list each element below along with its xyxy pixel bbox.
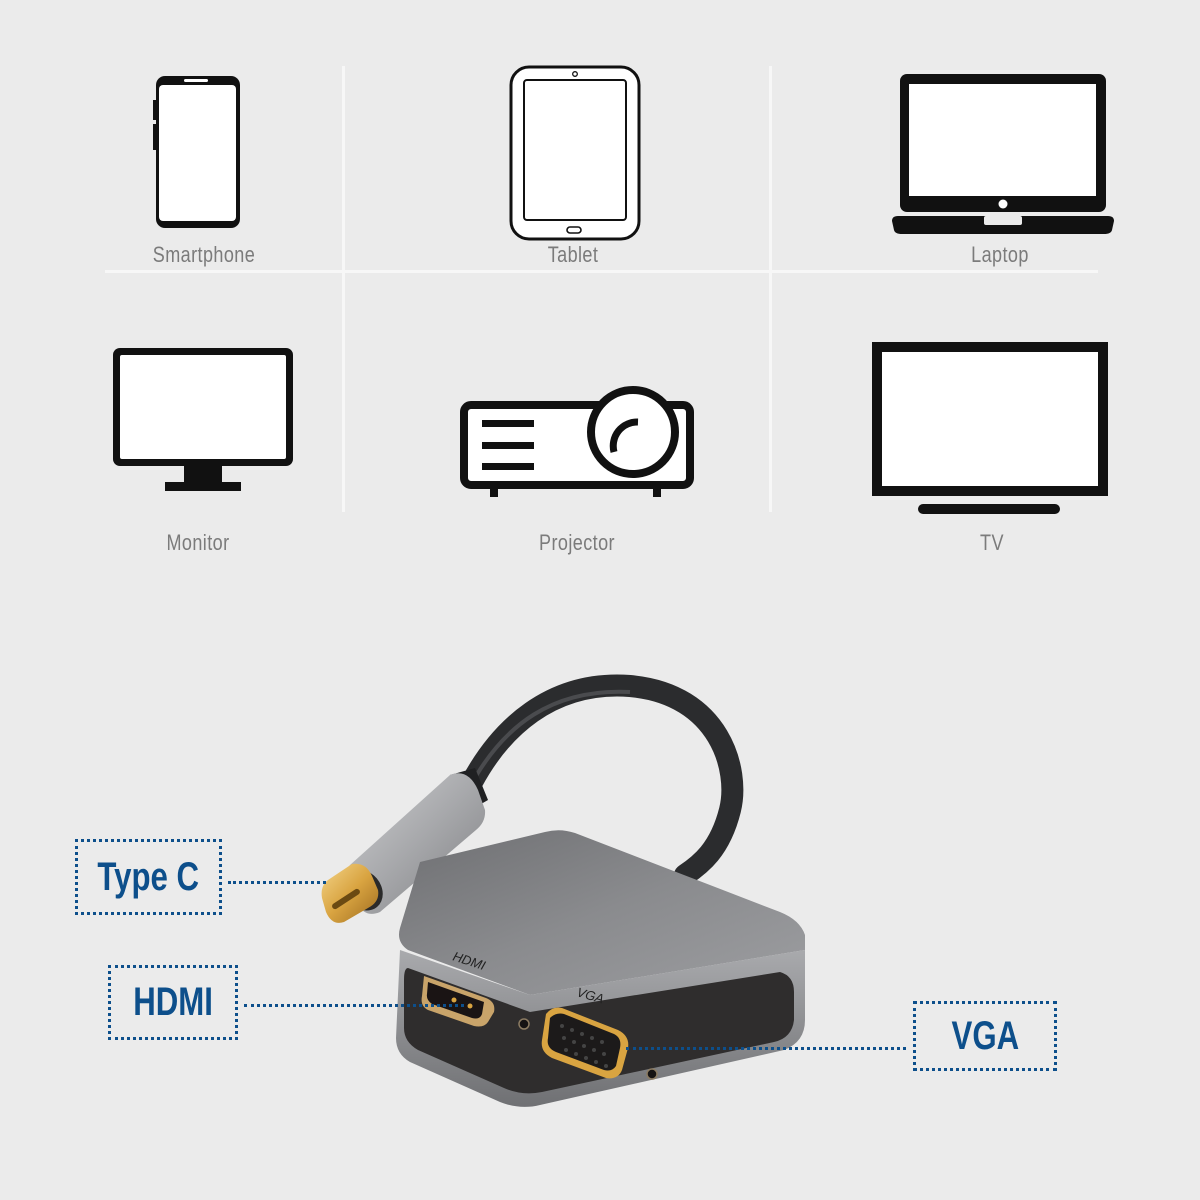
- callout-vga-label: VGA: [951, 1013, 1019, 1058]
- device-tablet: [509, 65, 643, 248]
- device-tv: [870, 340, 1110, 521]
- callout-hdmi: HDMI: [108, 965, 238, 1040]
- device-projector: [458, 386, 694, 503]
- device-smartphone: [150, 74, 242, 237]
- leader-line-hdmi: [244, 1004, 464, 1007]
- grid-divider-horizontal: [105, 270, 1098, 273]
- device-label-smartphone: Smartphone: [152, 242, 256, 267]
- smartphone-icon: [153, 76, 240, 228]
- device-monitor: [112, 346, 294, 499]
- device-laptop: [890, 72, 1116, 243]
- monitor-icon: [113, 348, 293, 491]
- adapter-product-image: HDMI VGA: [321, 674, 805, 1107]
- grid-divider-vertical-1: [342, 66, 345, 512]
- callout-hdmi-label: HDMI: [133, 980, 213, 1024]
- device-label-laptop: Laptop: [971, 242, 1029, 267]
- usb-c-adapter-illustration: HDMI VGA: [300, 650, 820, 1135]
- callout-type-c: Type C: [75, 839, 222, 915]
- tablet-icon: [509, 65, 641, 241]
- callout-vga: VGA: [913, 1001, 1057, 1071]
- device-label-tv: TV: [980, 530, 1004, 555]
- leader-line-vga: [626, 1047, 906, 1050]
- grid-divider-vertical-2: [769, 66, 772, 512]
- port-print-vga: VGA: [575, 984, 606, 1006]
- device-label-monitor: Monitor: [166, 530, 230, 555]
- leader-line-type-c: [228, 881, 326, 884]
- device-label-tablet: Tablet: [547, 242, 599, 267]
- device-label-projector: Projector: [539, 530, 615, 555]
- tv-icon: [872, 342, 1108, 514]
- projector-icon: [460, 386, 694, 497]
- callout-type-c-label: Type C: [97, 854, 200, 899]
- laptop-icon: [892, 74, 1114, 234]
